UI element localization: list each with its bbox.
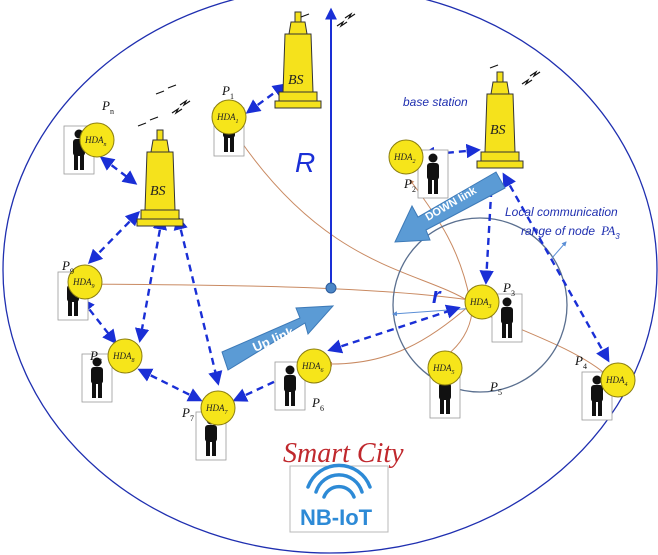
node-pn: HDAn Pn <box>63 98 115 175</box>
nodes-layer: HDA1P1HDA2P2HDA3P3HDA4P4HDA5P5HDA6P6HDA7… <box>57 83 636 461</box>
person-label: P7 <box>181 405 194 423</box>
city-center-dot <box>325 282 337 294</box>
person-label: P5 <box>489 379 502 397</box>
base-station-left: BS <box>136 129 184 227</box>
svg-text:BS: BS <box>150 184 166 199</box>
node-p7: HDA7 P7 <box>181 390 236 461</box>
person-icon <box>284 365 296 406</box>
hda-device-pn: HDAn <box>79 122 115 158</box>
range-pointer <box>551 241 567 259</box>
hda-label: HDA3 <box>469 297 492 310</box>
person-icon <box>591 375 603 416</box>
person-label: P9 <box>61 258 74 276</box>
hda-label: HDA4 <box>605 375 628 388</box>
R-label: R <box>295 147 315 178</box>
hda-label: HDA7 <box>205 403 229 416</box>
r-label: r <box>432 283 442 308</box>
node-p4: HDA4 P4 <box>574 353 636 421</box>
hda-label: HDA5 <box>432 363 455 376</box>
hda-device-p8: HDA8 <box>107 338 143 374</box>
svg-text:BS: BS <box>490 123 506 138</box>
hda-device-p7: HDA7 <box>200 390 236 426</box>
person-label: P8 <box>89 348 102 366</box>
local-comm-line1: Local communication <box>505 205 618 219</box>
person-label: Pn <box>101 98 114 116</box>
hda-device-p5: HDA5 <box>427 350 463 386</box>
smart-city-title: Smart City <box>283 438 404 469</box>
person-icon <box>91 357 103 398</box>
hda-device-p9: HDA9 <box>67 264 103 300</box>
node-p1: HDA1 P1 <box>211 83 247 157</box>
nbiot-logo: NB-IoT <box>289 463 389 533</box>
hda-device-p4: HDA4 <box>600 362 636 398</box>
hda-label: HDA1 <box>216 112 239 125</box>
svg-text:BS: BS <box>288 73 304 88</box>
person-label: P4 <box>574 353 587 371</box>
person-label: P1 <box>221 83 234 101</box>
base-station-top: BS <box>274 11 322 109</box>
svg-text:Up link: Up link <box>250 324 296 355</box>
hda-label: HDA2 <box>393 152 416 165</box>
hda-label: HDA9 <box>72 277 95 290</box>
hda-device-p3: HDA3 <box>464 284 500 320</box>
signal-icons <box>137 13 541 127</box>
hda-device-p6: HDA6 <box>296 348 332 384</box>
person-icon <box>427 153 439 194</box>
wifi-waves-icon <box>306 463 372 499</box>
person-icon <box>501 297 513 338</box>
person-label: P6 <box>311 395 324 413</box>
nbiot-logo-text: NB-IoT <box>300 505 373 530</box>
person-label: P2 <box>403 176 416 194</box>
hda-label: HDA6 <box>301 361 324 374</box>
hda-label: HDA8 <box>112 351 135 364</box>
hda-device-p1: HDA1 <box>211 99 247 135</box>
base-station-label: base station <box>403 95 468 109</box>
hda-label: HDAn <box>84 135 107 148</box>
node-p3: HDA3 P3 <box>464 280 523 343</box>
person-label: P3 <box>502 280 515 298</box>
hda-device-p2: HDA2 <box>388 139 424 175</box>
base-station-right: BS <box>476 71 524 169</box>
node-p8: HDA8 P8 <box>81 338 143 403</box>
